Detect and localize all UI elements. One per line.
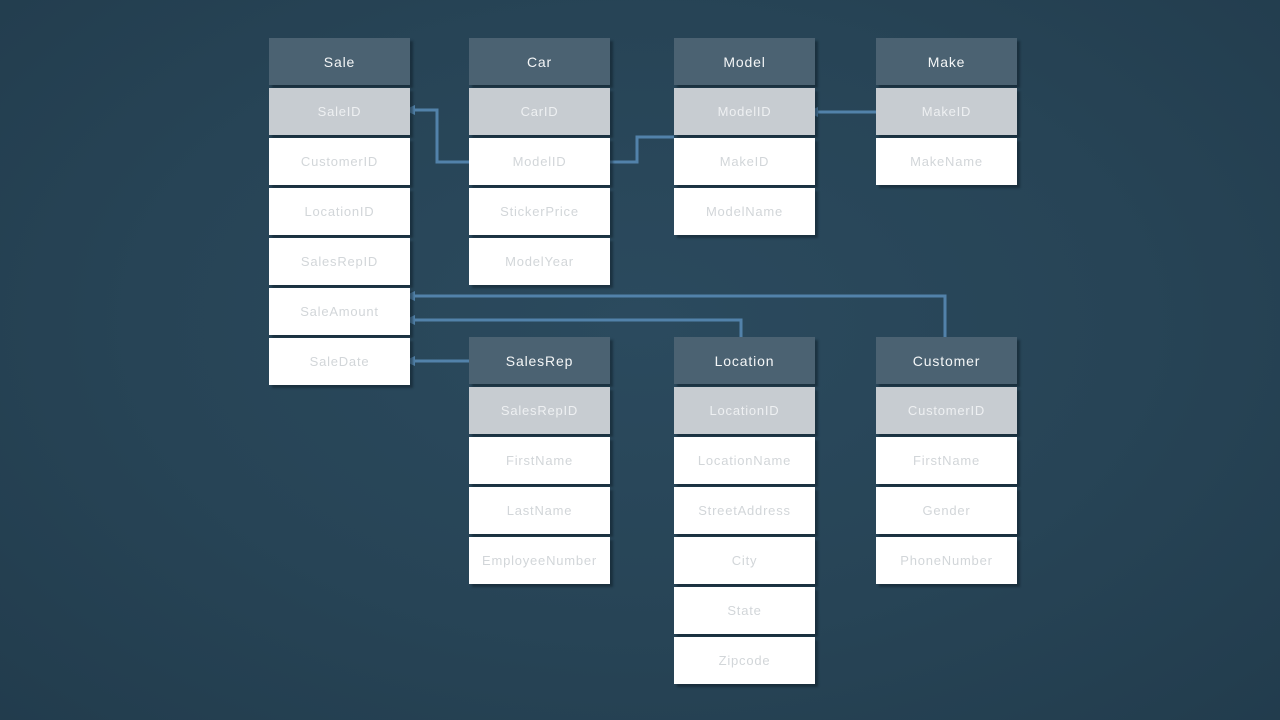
- field-modelyear: ModelYear: [469, 238, 610, 285]
- key-field-modelid: ModelID: [674, 88, 815, 135]
- key-field-locationid: LocationID: [674, 387, 815, 434]
- field-employeenumber: EmployeeNumber: [469, 537, 610, 584]
- field-gender: Gender: [876, 487, 1017, 534]
- key-field-makeid: MakeID: [876, 88, 1017, 135]
- field-city: City: [674, 537, 815, 584]
- entity-table-title: Sale: [269, 38, 410, 85]
- field-locationname: LocationName: [674, 437, 815, 484]
- field-locationid: LocationID: [269, 188, 410, 235]
- key-field-salesrepid: SalesRepID: [469, 387, 610, 434]
- field-modelid: ModelID: [469, 138, 610, 185]
- entity-table-title: Car: [469, 38, 610, 85]
- key-field-carid: CarID: [469, 88, 610, 135]
- field-stickerprice: StickerPrice: [469, 188, 610, 235]
- entity-table-title: Customer: [876, 337, 1017, 384]
- field-saleamount: SaleAmount: [269, 288, 410, 335]
- entity-table-title: SalesRep: [469, 337, 610, 384]
- field-makeid: MakeID: [674, 138, 815, 185]
- key-field-saleid: SaleID: [269, 88, 410, 135]
- field-lastname: LastName: [469, 487, 610, 534]
- field-state: State: [674, 587, 815, 634]
- field-makename: MakeName: [876, 138, 1017, 185]
- field-streetaddress: StreetAddress: [674, 487, 815, 534]
- field-firstname: FirstName: [876, 437, 1017, 484]
- connector-car-modelid-to-model: [610, 135, 674, 164]
- field-saledate: SaleDate: [269, 338, 410, 385]
- entity-table-title: Location: [674, 337, 815, 384]
- field-zipcode: Zipcode: [674, 637, 815, 684]
- field-modelname: ModelName: [674, 188, 815, 235]
- field-phonenumber: PhoneNumber: [876, 537, 1017, 584]
- field-customerid: CustomerID: [269, 138, 410, 185]
- connector-car-modelid-to-sale-saleid: [410, 108, 469, 164]
- field-firstname: FirstName: [469, 437, 610, 484]
- field-salesrepid: SalesRepID: [269, 238, 410, 285]
- connector-sale-to-customer: [410, 294, 947, 340]
- key-field-customerid: CustomerID: [876, 387, 1017, 434]
- entity-table-title: Make: [876, 38, 1017, 85]
- entity-table-title: Model: [674, 38, 815, 85]
